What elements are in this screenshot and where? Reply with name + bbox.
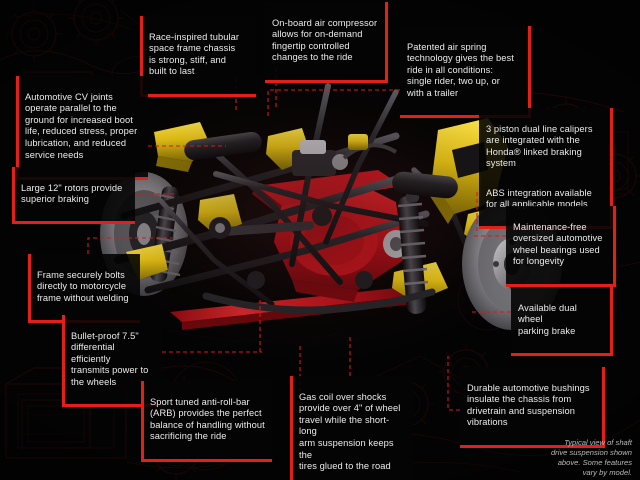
callout-large-rotors[interactable]: Large 12" rotors provide superior brakin… [12, 167, 135, 225]
callout-text: Patented air spring technology gives the… [407, 41, 514, 98]
callout-text: Race-inspired tubular space frame chassi… [149, 31, 240, 77]
callout-frame-bolts-no-welding[interactable]: Frame securely bolts directly to motorcy… [28, 254, 140, 323]
callout-patented-air-spring[interactable]: Patented air spring technology gives the… [400, 26, 531, 119]
callout-text: Gas coil over shocks provide over 4" of … [299, 391, 401, 472]
callout-durable-automotive-bushings[interactable]: Durable automotive bushings insulate the… [460, 367, 605, 448]
callout-text: Sport tuned anti-roll-bar (ARB) provides… [150, 396, 265, 442]
callout-text: Large 12" rotors provide superior brakin… [21, 182, 123, 205]
callout-text: Maintenance-free oversized automotive wh… [513, 221, 603, 267]
callout-text: Automotive CV joints operate parallel to… [25, 91, 138, 160]
callout-text-secondary: ABS integration available for all applic… [486, 187, 592, 210]
callout-sport-tuned-anti-roll-bar[interactable]: Sport tuned anti-roll-bar (ARB) provides… [141, 381, 272, 462]
callout-text: Durable automotive bushings insulate the… [467, 382, 590, 428]
callout-maintenance-free-bearings[interactable]: Maintenance-free oversized automotive wh… [506, 206, 616, 287]
disclaimer-text: Typical view of shaft drive suspension s… [550, 438, 632, 477]
callout-on-board-air-compressor[interactable]: On-board air compressor allows for on-de… [265, 2, 388, 83]
callout-text: On-board air compressor allows for on-de… [272, 17, 378, 63]
callout-dual-wheel-parking-brake[interactable]: Available dual wheel parking brake [511, 287, 613, 356]
callout-automotive-cv-joints[interactable]: Automotive CV joints operate parallel to… [16, 76, 148, 180]
callout-text: 3 piston dual line calipers are integrat… [486, 123, 593, 169]
callout-race-inspired-chassis[interactable]: Race-inspired tubular space frame chassi… [140, 16, 256, 97]
callout-gas-coil-over-shocks[interactable]: Gas coil over shocks provide over 4" of … [290, 376, 413, 480]
callout-text: Bullet-proof 7.5" differential efficient… [71, 330, 149, 387]
callout-text: Frame securely bolts directly to motorcy… [37, 269, 129, 303]
callout-text: Available dual wheel parking brake [518, 302, 577, 336]
